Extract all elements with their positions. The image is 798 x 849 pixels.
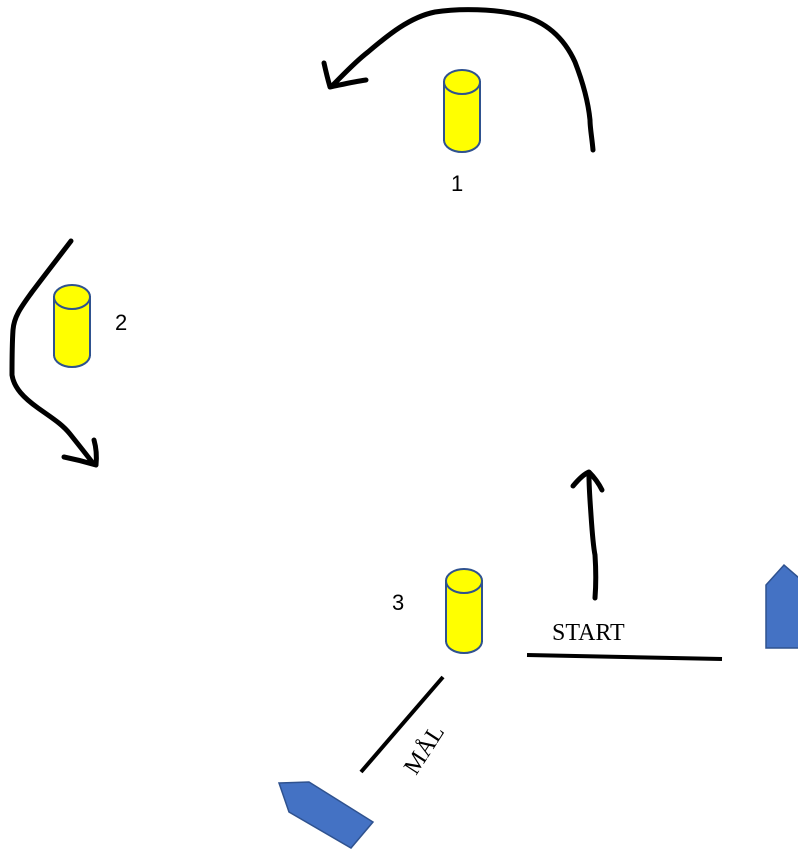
start-line-stroke bbox=[526, 653, 723, 661]
arrow-path bbox=[330, 7, 596, 153]
arrow-head bbox=[61, 437, 99, 468]
arrow-head bbox=[570, 469, 605, 493]
course-arrow-buoy-1 bbox=[321, 7, 596, 153]
finish-line-stroke bbox=[359, 675, 445, 774]
finish-line-label: MÅL bbox=[399, 720, 450, 779]
buoy-3: 3 bbox=[392, 568, 483, 654]
arrow-head bbox=[321, 60, 369, 90]
buoy-icon bbox=[53, 284, 91, 368]
buoy-2: 2 bbox=[53, 284, 127, 368]
buoy-top bbox=[53, 284, 91, 310]
finish-boat bbox=[277, 781, 375, 849]
start-line-label: START bbox=[552, 620, 625, 646]
finish-line: MÅL bbox=[359, 675, 450, 779]
arrow-path bbox=[9, 238, 95, 465]
start-boat bbox=[765, 563, 798, 649]
course-arrow-buoy-2 bbox=[9, 238, 99, 468]
buoy-1: 1 bbox=[443, 69, 481, 196]
buoy-3-label: 3 bbox=[392, 590, 404, 615]
boat-icon bbox=[765, 563, 798, 649]
arrow-path bbox=[586, 473, 599, 601]
buoy-top bbox=[445, 568, 483, 594]
buoy-top bbox=[443, 69, 481, 95]
buoy-2-label: 2 bbox=[115, 310, 127, 335]
boat-icon bbox=[277, 781, 375, 849]
buoy-icon bbox=[445, 568, 483, 654]
start-arrow bbox=[570, 469, 605, 601]
buoy-1-label: 1 bbox=[451, 171, 463, 196]
start-line: START bbox=[526, 620, 723, 661]
buoy-icon bbox=[443, 69, 481, 153]
